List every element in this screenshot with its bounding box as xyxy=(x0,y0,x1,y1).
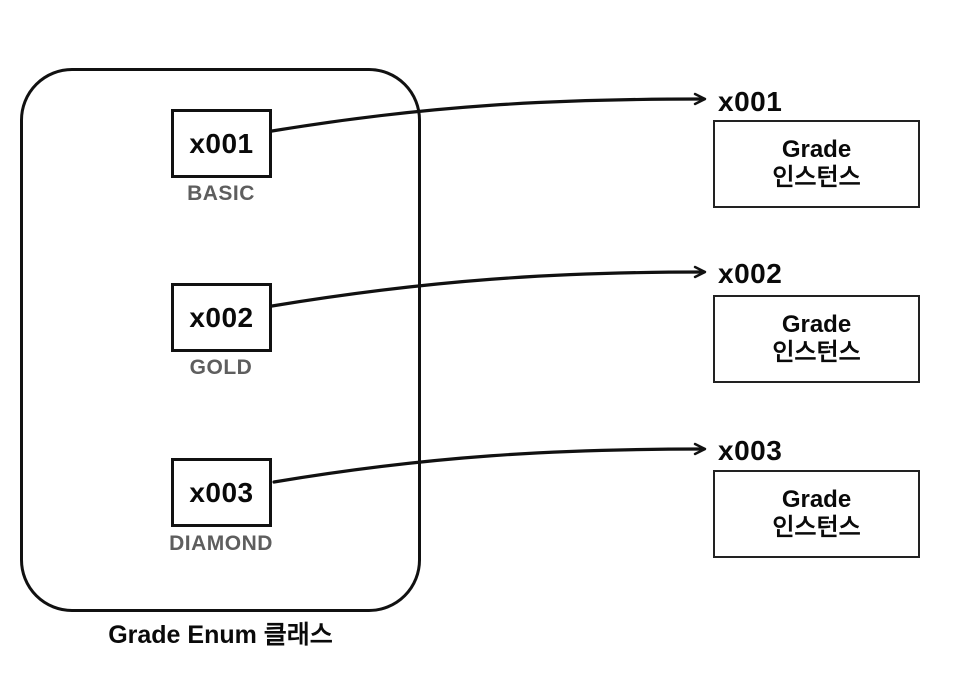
instance-ref-label-x003: x003 xyxy=(718,435,783,466)
enum-entry-box-x002: x002 xyxy=(171,283,272,352)
instance-ref-label-x002: x002 xyxy=(718,258,783,289)
instance-type-label: 인스턴스 xyxy=(772,164,861,191)
enum-class-caption: Grade Enum 클래스 xyxy=(108,621,333,649)
enum-entry-name-basic: BASIC xyxy=(187,182,255,205)
instance-type-label: 인스턴스 xyxy=(772,514,861,541)
enum-entry-box-x001: x001 xyxy=(171,109,272,178)
enum-entry-ref: x003 xyxy=(189,476,254,508)
enum-entry-name-diamond: DIAMOND xyxy=(169,532,273,555)
instance-class-name: Grade xyxy=(781,136,852,163)
enum-class-container xyxy=(20,68,421,612)
instance-class-name: Grade xyxy=(781,311,852,338)
instance-type-label: 인스턴스 xyxy=(772,339,861,366)
instance-box-x002: Grade 인스턴스 xyxy=(713,295,920,383)
enum-entry-ref: x002 xyxy=(189,301,254,333)
instance-ref-label-x001: x001 xyxy=(718,86,783,117)
instance-class-name: Grade xyxy=(781,486,852,513)
enum-entry-box-x003: x003 xyxy=(171,458,272,527)
enum-entry-name-gold: GOLD xyxy=(189,356,253,379)
enum-entry-ref: x001 xyxy=(189,127,254,159)
instance-box-x001: Grade 인스턴스 xyxy=(713,120,920,208)
instance-box-x003: Grade 인스턴스 xyxy=(713,470,920,558)
